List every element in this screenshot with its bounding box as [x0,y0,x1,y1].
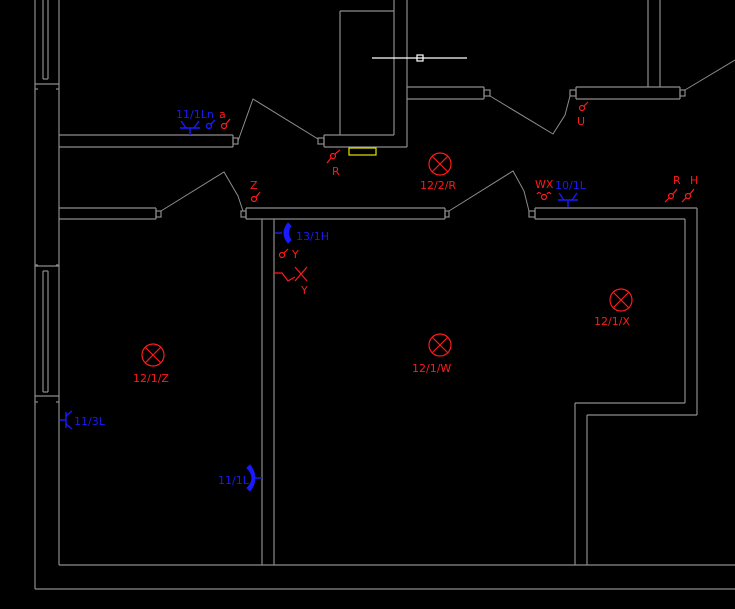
switch[interactable]: R [326,149,341,178]
light-symbol-icon [428,333,452,357]
outlet-symbol-icon [60,410,73,430]
door-swing-1 [237,98,319,142]
switch-label: R [673,174,681,187]
light-symbol-icon [428,152,452,176]
walls [34,0,735,590]
switch-symbol-icon [220,118,231,130]
switch-label: a [219,108,226,121]
switch-label: Y [291,248,299,261]
light-fixture[interactable]: 12/1/Z [133,343,169,385]
switch-label: U [577,115,585,128]
door-swing-4 [448,170,530,212]
outlet[interactable]: 11/3L [60,410,106,430]
door-swings [160,59,735,212]
switch-symbol-icon [278,248,289,259]
selected-element-highlight[interactable] [348,147,377,156]
outlet-label: 11/3L [74,415,106,428]
cad-cursor [372,54,467,62]
light-fixture[interactable]: 12/1/X [594,288,633,328]
outlet-label: 11/1Ln [176,108,214,121]
outlet[interactable]: 11/1Ln [176,108,216,135]
switch-symbol-icon [681,188,695,203]
outlet-symbol-icon [180,119,216,135]
light-symbol-icon [141,343,165,367]
switch-symbol-icon [326,149,341,164]
light-symbol-icon [609,288,633,312]
switch[interactable]: Y [278,248,300,261]
switch-symbol-icon [664,188,678,203]
light-fixture[interactable]: 12/1/W [412,333,452,375]
switch-label: Y [300,284,308,297]
outlet[interactable]: 13/1H [275,222,329,244]
door-swing-5 [684,59,735,91]
light-label: 12/1/W [412,362,451,375]
light-label: 12/1/Z [133,372,169,385]
switch[interactable]: WX [535,178,554,201]
switch[interactable]: Z [250,179,261,203]
switch-symbol-icon [578,101,589,112]
switch[interactable]: a [219,108,231,130]
door-swing-3 [489,95,571,135]
outlet-label: 11/1L [218,474,250,487]
switch-symbol-icon [536,191,552,201]
switch-label: R [332,165,340,178]
outlet-label: 13/1H [296,230,329,243]
switch[interactable]: R [664,174,681,203]
light-fixture[interactable]: 12/2/R [420,152,456,192]
switch[interactable]: H [681,174,698,203]
outlet-symbol-icon [558,192,578,207]
switch-label: H [690,174,698,187]
switch-label: WX [535,178,554,191]
door-swing-2 [160,171,244,212]
pull-switch-symbol-icon [274,266,308,282]
outlet-symbol-icon [275,222,292,244]
switch-symbol-icon [250,191,261,203]
outlet-label: 10/1L [555,179,587,192]
light-label: 12/2/R [420,179,456,192]
outlet[interactable]: 11/1L [218,464,262,492]
switch-label: Z [250,179,258,192]
outlet[interactable]: 10/1L [555,179,587,207]
switch[interactable]: U [577,101,589,128]
light-label: 12/1/X [594,315,630,328]
outlet-symbol-icon [246,464,262,492]
pull-switch[interactable]: Y [274,266,308,297]
